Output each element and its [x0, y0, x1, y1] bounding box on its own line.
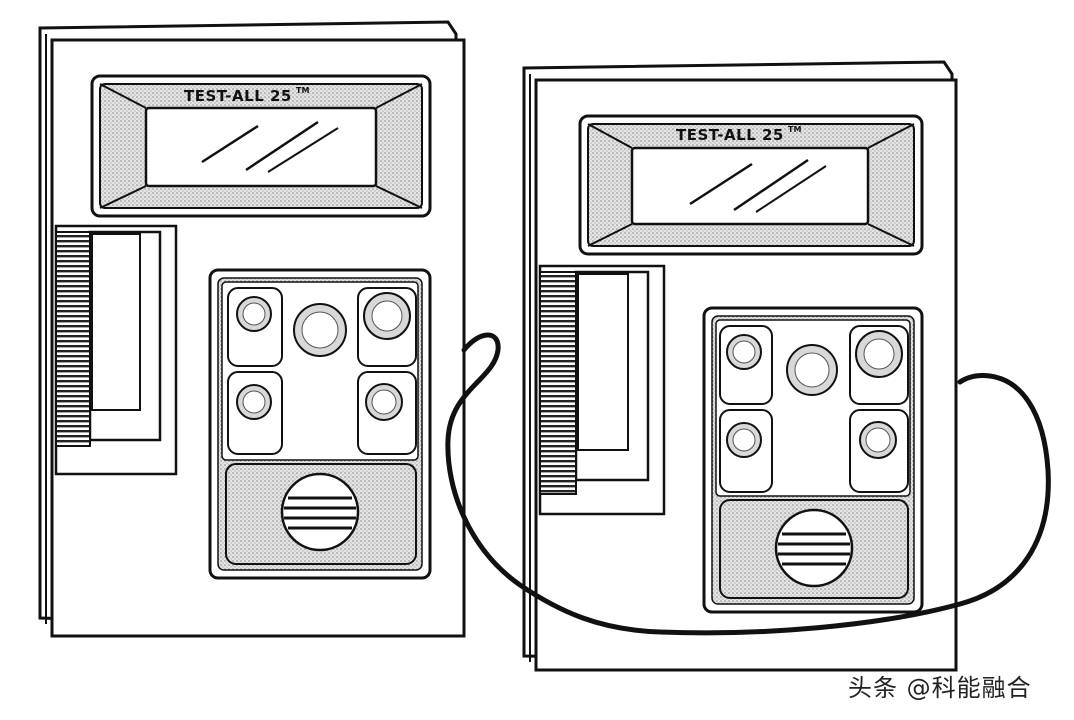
tester-left-brand-mark: TM — [296, 86, 309, 95]
tester-left-lcd-screen — [144, 106, 378, 188]
tester-left-key-top-right[interactable] — [357, 287, 417, 367]
tester-right-key-center[interactable] — [786, 344, 838, 396]
tester-right-brand-mark: TM — [788, 125, 801, 134]
watermark-text: 头条 @科能融合 — [848, 674, 1032, 702]
tester-left-key-bottom-right[interactable] — [357, 371, 417, 455]
tester-left-key-center[interactable] — [293, 303, 347, 357]
tester-right-speaker-grille — [719, 499, 909, 599]
tester-right-key-top-left[interactable] — [719, 325, 773, 405]
tester-left-display: TEST-ALL 25 TM — [90, 74, 432, 218]
tester-right-lcd-screen — [630, 146, 870, 226]
tester-left-key-bottom-left[interactable] — [227, 371, 283, 455]
tester-right-side-clip — [538, 264, 666, 516]
tester-right-key-bottom-left[interactable] — [719, 409, 773, 493]
tester-left: TEST-ALL 25 TM — [38, 20, 466, 638]
tester-left-brand-label: TEST-ALL 25 — [184, 87, 292, 105]
tester-left-side-clip — [54, 224, 178, 476]
tester-right-key-top-right[interactable] — [849, 325, 909, 405]
tester-left-grip-ribs — [55, 231, 91, 447]
tester-right-key-bottom-right[interactable] — [849, 409, 909, 493]
tester-right-display: TEST-ALL 25 TM — [578, 114, 924, 256]
connecting-cable — [445, 332, 1051, 636]
tester-left-keypad — [208, 268, 432, 580]
tester-right-brand-label: TEST-ALL 25 — [676, 126, 784, 144]
tester-right-keypad — [702, 306, 924, 614]
tester-left-speaker-grille — [225, 463, 417, 565]
tester-right-grip-ribs — [539, 271, 577, 495]
tester-left-key-top-left[interactable] — [227, 287, 283, 367]
tester-right: TEST-ALL 25 TM — [522, 60, 958, 672]
